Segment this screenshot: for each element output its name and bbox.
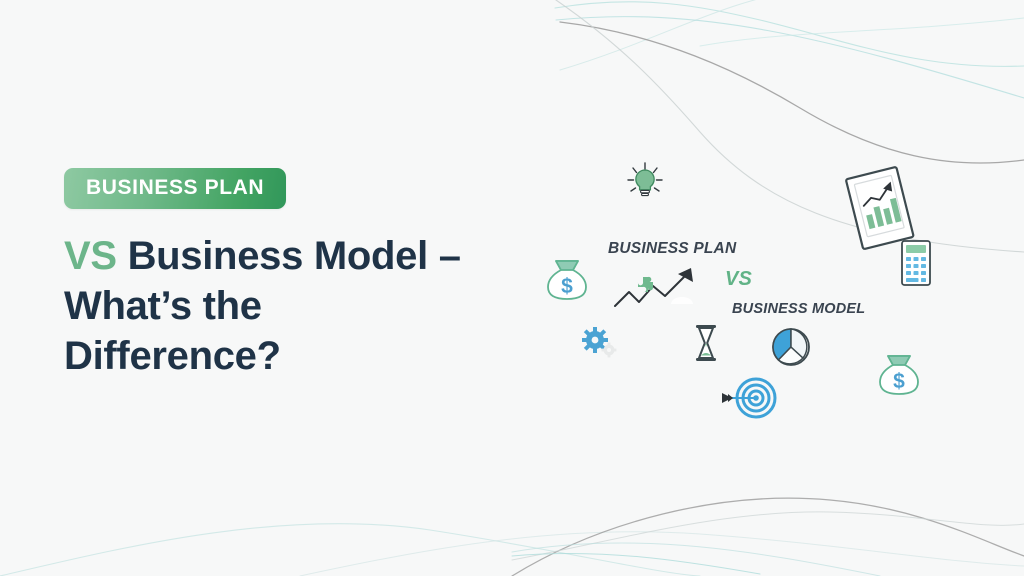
badge-label: BUSINESS PLAN [86, 176, 265, 199]
report-chart-icon [845, 166, 915, 250]
lightbulb-icon [627, 162, 663, 197]
growth-arrow-icon [614, 268, 693, 307]
page-title: VS Business Model – What’s the Differenc… [64, 231, 484, 381]
target-icon [722, 377, 777, 419]
money-bag-icon: $ [547, 260, 587, 300]
svg-text:$: $ [893, 370, 905, 393]
business-plan-badge: BUSINESS PLAN [64, 168, 287, 209]
svg-text:$: $ [561, 275, 573, 298]
hourglass-icon [696, 325, 716, 361]
hero-text-block: BUSINESS PLAN VS Business Model – What’s… [64, 168, 494, 381]
money-bag-icon-2: $ [879, 355, 919, 395]
pie-chart-icon [772, 328, 810, 366]
gear-icon [582, 327, 617, 358]
illustration-label-business-plan: BUSINESS PLAN [608, 240, 737, 257]
illustration-group: $ [520, 140, 990, 440]
illustration-label-vs: VS [725, 268, 753, 290]
illustration-label-business-model: BUSINESS MODEL [732, 301, 866, 317]
headline-accent: VS [64, 234, 117, 278]
calculator-icon [901, 240, 931, 286]
headline-rest: Business Model – What’s the Difference? [64, 234, 461, 378]
